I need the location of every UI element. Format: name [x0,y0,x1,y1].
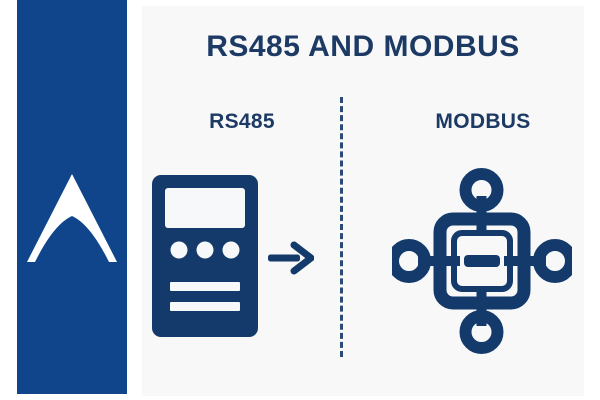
device-label-bar-1 [170,282,240,291]
chevron-mountain-logo [17,166,127,266]
page-title: RS485 AND MODBUS [206,30,520,63]
node-left [387,239,431,283]
column-title-modbus: MODBUS [435,110,531,133]
column-title-rs485: RS485 [209,110,275,133]
node-right [533,239,577,283]
device-led-2 [196,241,214,259]
hub-outer-square [433,212,531,310]
hub-inner-square [451,230,513,292]
right-arrow-icon [266,240,315,276]
device-led-3 [222,241,240,259]
node-top [459,168,504,212]
hub-center-dash [464,255,500,267]
device-display [165,188,245,228]
modbus-network-hub-icon [387,168,577,354]
dashed-vertical-divider [340,97,343,357]
rs485-device-icon [148,170,268,342]
node-bottom [459,310,504,354]
device-label-bar-2 [170,302,240,311]
device-led-1 [170,241,188,259]
